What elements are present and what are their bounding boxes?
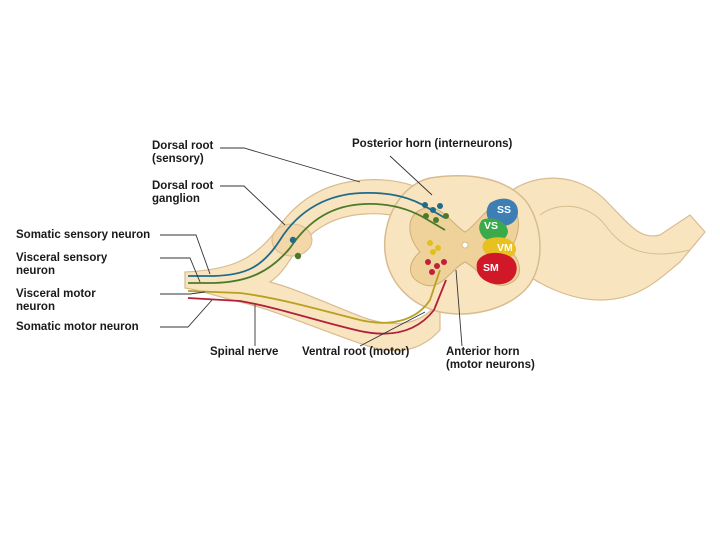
functional-regions: SS VS VM SM (476, 198, 518, 285)
visceral-motor-label: Visceral motor neuron (16, 288, 96, 313)
ventral-root-label: Ventral root (motor) (302, 346, 410, 358)
neuron-cell-bodies (289, 202, 449, 275)
sm-label: SM (483, 262, 499, 274)
somatic-sensory-pathway (188, 192, 446, 277)
somatic-sensory-label: Somatic sensory neuron (16, 229, 151, 241)
vs-region (479, 218, 508, 242)
ss-label: SS (497, 204, 511, 216)
visceral-sensory-label: Visceral sensory neuron (16, 252, 108, 277)
dorsal-root-ganglion-label: Dorsal root ganglion (152, 180, 214, 205)
anterior-horn-label: Anterior horn (motor neurons) (446, 346, 535, 371)
visceral-motor-pathway (187, 269, 441, 324)
central-canal (461, 241, 469, 249)
vs-label: VS (484, 220, 498, 232)
somatic-motor-pathway (187, 279, 447, 335)
sm-region (476, 252, 517, 285)
vm-label: VM (497, 242, 513, 254)
spinal-cord (383, 175, 541, 315)
visceral-sensory-pathway (188, 203, 446, 284)
spinal-nerve-label: Spinal nerve (210, 346, 279, 358)
somatic-motor-label: Somatic motor neuron (16, 321, 139, 333)
leader-lines (160, 147, 463, 347)
dorsal-root-label: Dorsal root (sensory) (152, 140, 214, 165)
right-spinal-nerve (499, 177, 706, 301)
posterior-horn-label: Posterior horn (interneurons) (352, 138, 513, 150)
neuron-pathways (187, 192, 447, 335)
